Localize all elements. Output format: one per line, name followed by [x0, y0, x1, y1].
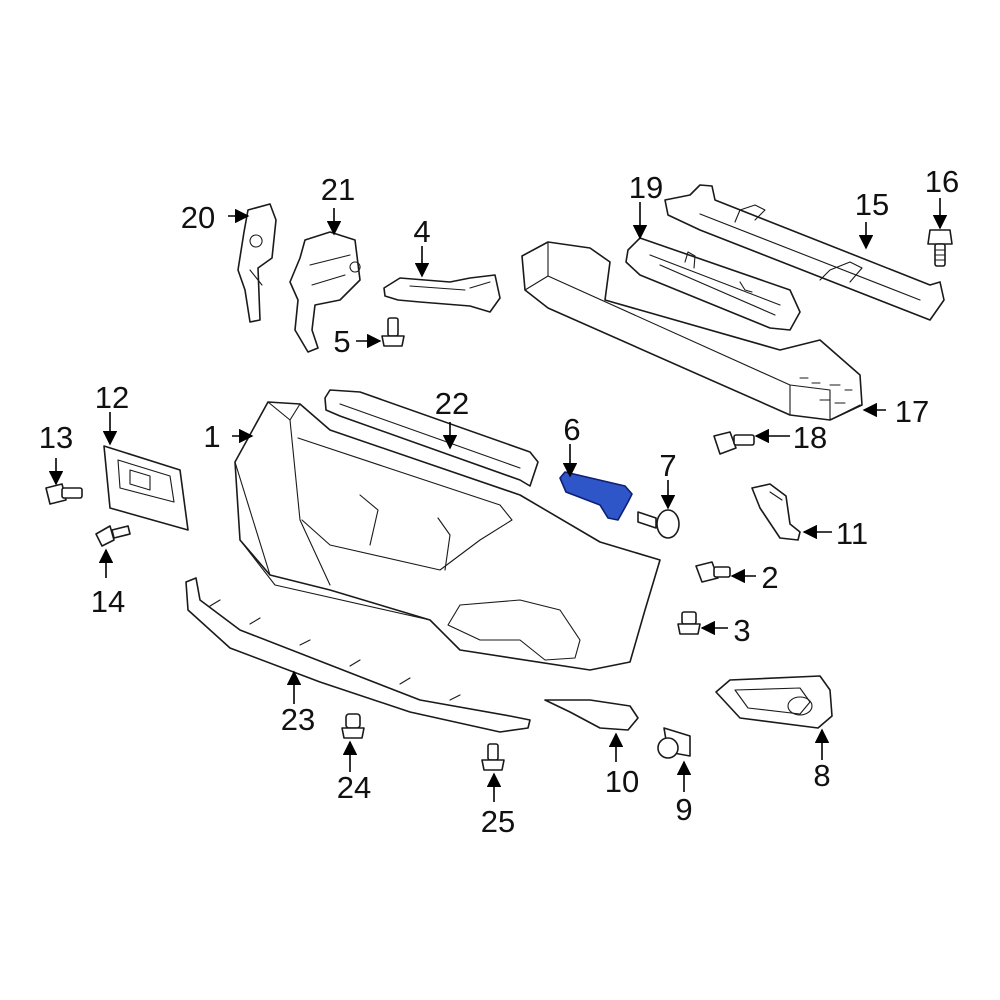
part-10-garnish[interactable] [544, 699, 639, 731]
part-14-screw[interactable] [95, 525, 131, 547]
callout-1: 1 [203, 419, 220, 454]
part-5-bolt[interactable] [381, 317, 405, 347]
part-11-side-bracket[interactable] [751, 483, 801, 541]
leader-lines [48, 198, 948, 802]
callout-15: 15 [855, 187, 889, 222]
callout-3: 3 [733, 613, 750, 648]
callout-25: 25 [481, 804, 515, 839]
callout-21: 21 [321, 172, 355, 207]
part-3-clip[interactable] [677, 611, 701, 635]
part-23-lower-spoiler[interactable] [185, 577, 531, 733]
callout-8: 8 [813, 758, 830, 793]
callout-6: 6 [563, 412, 580, 447]
callout-23: 23 [281, 702, 315, 737]
callout-2: 2 [761, 560, 778, 595]
part-16-bolt[interactable] [927, 229, 953, 267]
part-24-clip[interactable] [341, 713, 365, 739]
callout-18: 18 [793, 420, 827, 455]
part-25-clip[interactable] [481, 743, 505, 771]
callout-10: 10 [605, 764, 639, 799]
callout-24: 24 [337, 770, 371, 805]
part-9-sensor[interactable] [657, 727, 691, 759]
part-13-bolt[interactable] [45, 483, 83, 505]
callout-22: 22 [435, 386, 469, 421]
callout-12: 12 [95, 380, 129, 415]
callout-17: 17 [895, 394, 929, 429]
callout-13: 13 [39, 420, 73, 455]
callout-20: 20 [181, 200, 215, 235]
part-20-side-bracket[interactable] [237, 203, 277, 323]
part-17-reinforcement-beam[interactable] [521, 241, 863, 421]
part-8-fog-bezel[interactable] [715, 675, 833, 729]
part-21-side-bracket[interactable] [289, 231, 361, 353]
part-4-bracket[interactable] [383, 274, 501, 313]
part-1-bumper-cover[interactable] [234, 401, 661, 671]
part-12-license-bracket[interactable] [103, 445, 189, 531]
part-22-upper-cover[interactable] [324, 389, 539, 487]
callout-11: 11 [836, 516, 868, 551]
callout-14: 14 [91, 584, 125, 619]
part-2-bolt[interactable] [695, 561, 731, 583]
callout-4: 4 [413, 214, 430, 249]
callout-16: 16 [925, 164, 959, 199]
callout-19: 19 [629, 170, 663, 205]
part-15-upper-beam[interactable] [664, 184, 945, 321]
part-6-bumper-bracket[interactable] [559, 471, 633, 521]
part-19-absorber[interactable] [625, 237, 801, 331]
callout-9: 9 [675, 792, 692, 827]
callout-5: 5 [333, 324, 350, 359]
part-7-clip[interactable] [637, 509, 680, 539]
part-18-bolt[interactable] [713, 431, 755, 455]
callout-7: 7 [659, 448, 676, 483]
